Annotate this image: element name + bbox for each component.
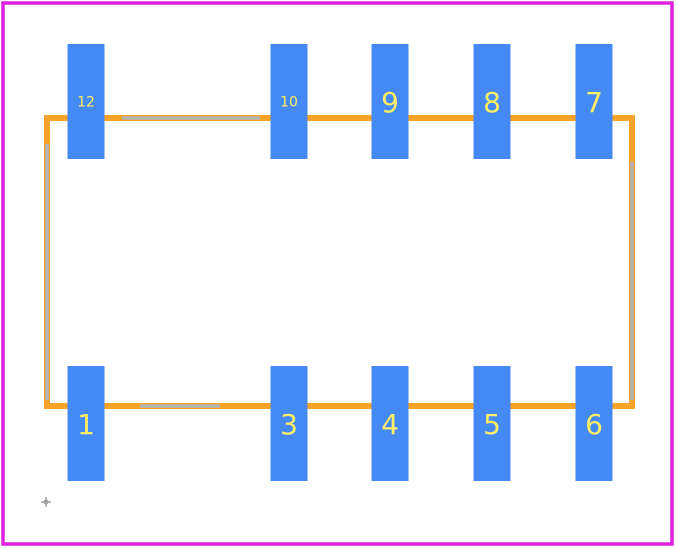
pad-3 [270,366,308,481]
pad-1 [67,366,105,481]
pad-9 [371,44,409,159]
pad-label-12: 12 [77,95,95,111]
pad-label-4: 4 [381,408,399,441]
pad-row-top: 12 10 9 8 7 [67,44,613,159]
pad-8 [473,44,511,159]
pad-label-10: 10 [280,95,298,111]
pad-10 [270,44,308,159]
pad-row-bottom: 1 3 4 5 6 [67,366,613,481]
pad-label-3: 3 [280,408,298,441]
pad-12 [67,44,105,159]
origin-marker-icon [41,497,51,507]
pad-5 [473,366,511,481]
pad-label-8: 8 [483,86,501,119]
pad-7 [575,44,613,159]
pad-label-1: 1 [77,408,95,441]
component-outline [44,115,635,409]
pad-label-6: 6 [585,408,603,441]
pad-label-7: 7 [585,86,603,119]
pad-label-5: 5 [483,408,501,441]
pad-4 [371,366,409,481]
pad-6 [575,366,613,481]
pad-label-9: 9 [381,86,399,119]
silkscreen-lines [45,116,634,408]
